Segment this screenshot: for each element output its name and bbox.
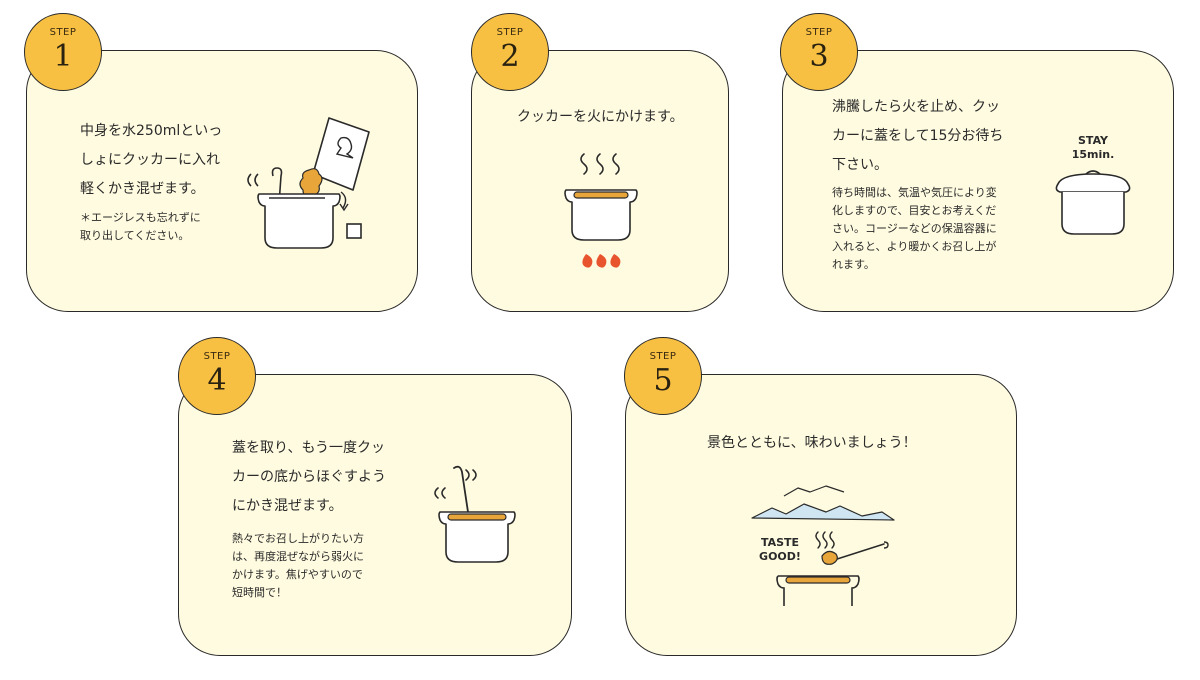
eating-with-scenery-illustration [751, 485, 895, 606]
step-number: 3 [809, 39, 829, 74]
note-line: 短時間で！ [232, 586, 287, 599]
step-badge-label: STEP [496, 27, 524, 38]
note-line: 入れると、より暖かくお召し上が [832, 240, 997, 253]
instruction-line: しょにクッカーに入れ [80, 152, 220, 168]
step-number: 4 [207, 363, 227, 398]
instruction-line: 景色とともに、味わいましょう！ [707, 435, 917, 451]
instruction-line: クッカーを火にかけます。 [517, 109, 684, 125]
stirring-pot-illustration [434, 465, 516, 563]
step-badge-4: STEP 4 [178, 337, 256, 415]
step-badge-label: STEP [49, 27, 77, 38]
step-number: 1 [53, 39, 73, 74]
step-number: 5 [653, 363, 673, 398]
pot-on-flame-illustration [564, 153, 638, 268]
step-card-2 [471, 50, 729, 312]
note-line: さい。コージーなどの保温容器に [832, 222, 997, 235]
instruction-line: 軽くかき混ぜます。 [80, 181, 205, 197]
step-badge-2: STEP 2 [471, 13, 549, 91]
step-badge-3: STEP 3 [780, 13, 858, 91]
note-line: 熱々でお召し上がりたい方 [232, 532, 364, 545]
instruction-line: カーの底からほぐすよう [232, 469, 386, 485]
instruction-line: 中身を水250mlといっ [80, 123, 223, 139]
step-badge-5: STEP 5 [624, 337, 702, 415]
pour-into-pot-illustration [247, 117, 370, 249]
step-badge-label: STEP [649, 351, 677, 362]
note-line: ＊エージレスも忘れずに [80, 211, 201, 224]
instruction-line: カーに蓋をして15分お待ち [832, 128, 1004, 144]
note-line: かけます。焦げやすいので [232, 568, 363, 581]
step-badge-label: STEP [203, 351, 231, 362]
note-line: 待ち時間は、気温や気圧により変 [832, 186, 997, 199]
step-number: 2 [500, 39, 520, 74]
step-badge-label: STEP [805, 27, 833, 38]
note-line: れます。 [832, 258, 875, 271]
instruction-line: 蓋を取り、もう一度クッ [232, 440, 386, 456]
stay-label: STAY 15min. [1071, 134, 1115, 161]
instruction-line: にかき混ぜます。 [232, 498, 343, 514]
note-line: 取り出してください。 [80, 229, 190, 242]
note-line: は、再度混ぜながら弱火に [232, 550, 364, 563]
instruction-line: 沸騰したら火を止め、クッ [832, 99, 1000, 115]
taste-good-label: TASTE GOOD! [759, 536, 801, 563]
step-badge-1: STEP 1 [24, 13, 102, 91]
instruction-line: 下さい。 [832, 157, 888, 173]
note-line: 化しますので、目安とお考えくだ [832, 204, 997, 217]
covered-pot-illustration [1055, 170, 1131, 235]
